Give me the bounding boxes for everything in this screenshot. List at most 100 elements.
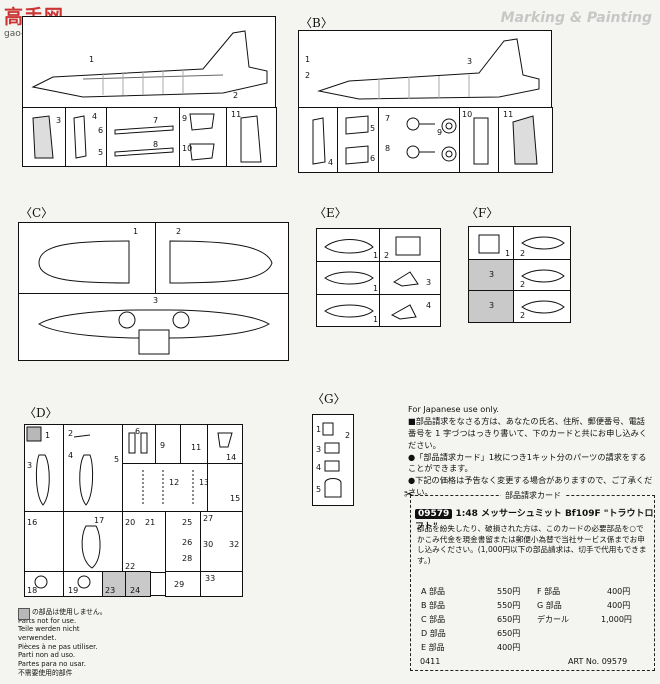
price-value-c: 650円 bbox=[497, 615, 521, 624]
part-number-a1: 1 bbox=[89, 55, 95, 64]
price-part-a: A 部品 bbox=[421, 587, 446, 596]
part-number-b2: 2 bbox=[305, 71, 311, 80]
parts-frame-b: 1 2 3 4 5 6 7 8 9 10 11 bbox=[298, 30, 553, 173]
part-cell-a11: 11 bbox=[226, 107, 277, 167]
part-cell-d15: 15 bbox=[207, 463, 243, 513]
part-cell-e2: 2 bbox=[379, 228, 441, 262]
unused-parts-legend: の部品は使用しません。 Parts not for use. Teile wer… bbox=[18, 608, 113, 678]
section-label-b: 〈B〉 bbox=[300, 16, 333, 30]
part-number-b1: 1 bbox=[305, 55, 311, 64]
price-part-d: D 部品 bbox=[421, 629, 446, 638]
part-cell-a4-5-6: 4 5 6 bbox=[65, 107, 107, 167]
ghost-title: Marking & Painting bbox=[500, 10, 652, 26]
part-cell-d25-26-28: 25 26 28 bbox=[165, 511, 201, 573]
card-title: 部品請求カード bbox=[501, 490, 565, 501]
parts-frame-e: 1 2 1 3 1 4 bbox=[316, 228, 441, 327]
art-number: ART No. 09579 bbox=[568, 657, 628, 666]
scissors-icon: ✂ bbox=[404, 487, 415, 501]
part-cell-e4: 4 bbox=[379, 294, 441, 327]
part-cell-e1b: 1 bbox=[316, 261, 380, 295]
legend-line-3: Pièces à ne pas utiliser. bbox=[18, 642, 98, 651]
part-cell-d2-5: 2 4 5 bbox=[63, 424, 123, 512]
part-cell-d17: 17 bbox=[63, 511, 123, 573]
product-code: 09579 bbox=[415, 509, 453, 519]
part-cell-f3a: 3 bbox=[468, 259, 514, 291]
part-cell-c2: 2 bbox=[155, 222, 289, 294]
part-cell-b4: 4 bbox=[298, 107, 338, 173]
price-part-f: F 部品 bbox=[537, 587, 561, 596]
part-cell-b10: 10 bbox=[459, 107, 499, 173]
parts-frame-d: 1 3 2 4 5 6 9 11 14 12 13 15 16 17 20 21… bbox=[24, 424, 243, 597]
product-scale: 1:48 bbox=[455, 509, 478, 519]
price-value-decal: 1,000円 bbox=[601, 615, 632, 624]
part-cell-d29: 29 bbox=[165, 571, 201, 597]
part-number-b3: 3 bbox=[467, 57, 473, 66]
legend-line-2: Teile werden nicht verwendet. bbox=[18, 625, 80, 643]
card-body: 部品を紛失したり、破損された方は、このカードの必要部品を○でかこみ代金を現金書留… bbox=[417, 524, 647, 565]
part-cell-d14: 14 bbox=[207, 424, 243, 464]
section-label-f: 〈F〉 bbox=[466, 206, 499, 220]
footer-code: 0411 bbox=[420, 657, 441, 666]
section-label-d: 〈D〉 bbox=[24, 406, 58, 420]
parts-request-card: 部品請求カード 09579 1:48 メッサーシュミット Bf109F "トラウ… bbox=[410, 490, 655, 671]
notes-heading: For Japanese use only. bbox=[408, 404, 500, 414]
part-cell-e1c: 1 bbox=[316, 294, 380, 327]
price-part-decal: デカール bbox=[537, 615, 569, 624]
part-cell-f1: 1 bbox=[468, 226, 514, 260]
price-value-g: 400円 bbox=[607, 601, 631, 610]
grey-swatch-icon bbox=[18, 608, 30, 620]
part-cell-d11: 11 bbox=[180, 424, 208, 464]
part-cell-d19: 19 bbox=[63, 571, 103, 597]
price-part-c: C 部品 bbox=[421, 615, 446, 624]
section-label-g: 〈G〉 bbox=[312, 392, 346, 406]
part-number-g2: 2 bbox=[345, 431, 351, 440]
part-cell-d18: 18 bbox=[24, 571, 64, 597]
notes-line-1: ■部品請求をなさる方は、あなたの氏名、住所、郵便番号、電話番号を 1 字づつはっ… bbox=[408, 415, 648, 450]
legend-line-6: 不需要使用的部件 bbox=[18, 668, 73, 677]
part-cell-a9-10: 9 10 bbox=[179, 107, 227, 167]
part-cell-d23: 23 bbox=[102, 571, 126, 597]
price-value-f: 400円 bbox=[607, 587, 631, 596]
part-number-a2: 2 bbox=[233, 91, 239, 100]
part-cell-d6-7-8: 6 bbox=[122, 424, 156, 464]
legend-line-0: の部品は使用しません。 bbox=[32, 608, 107, 616]
parts-frame-f: 1 2 3 2 3 2 bbox=[468, 226, 571, 323]
part-cell-b7-8-9: 7 8 9 bbox=[378, 107, 460, 173]
fuselage-a-drawing bbox=[31, 30, 268, 98]
price-part-b: B 部品 bbox=[421, 601, 446, 610]
price-value-d: 650円 bbox=[497, 629, 521, 638]
price-part-g: G 部品 bbox=[537, 601, 562, 610]
legend-line-1: Parts not for use. bbox=[18, 616, 77, 625]
price-part-e: E 部品 bbox=[421, 643, 445, 652]
product-name: メッサーシュミット Bf109F "トラウトロフト" bbox=[415, 509, 654, 532]
notes-line-3: ●下記の価格は予告なく変更する場合がありますので、ご了承ください。 bbox=[408, 475, 653, 498]
parts-frame-a: 1 2 3 4 5 6 7 8 9 10 11 bbox=[22, 16, 277, 167]
price-value-a: 550円 bbox=[497, 587, 521, 596]
parts-frame-c: 1 2 3 bbox=[18, 222, 289, 361]
notes-line-2: ●「部品請求カード」1枚につき1キット分のパーツの請求をすることができます。 bbox=[408, 451, 647, 474]
part-number-g4: 4 bbox=[316, 463, 322, 472]
part-cell-f3b: 3 bbox=[468, 290, 514, 323]
card-product: 09579 1:48 メッサーシュミット Bf109F "トラウトロフト" bbox=[415, 506, 654, 532]
part-cell-b5-6: 5 6 bbox=[337, 107, 379, 173]
part-cell-d16: 16 bbox=[24, 511, 64, 573]
order-notes: For Japanese use only. ■部品請求をなさる方は、あなたの氏… bbox=[408, 404, 653, 499]
part-cell-d9-10: 9 bbox=[155, 424, 181, 464]
legend-line-5: Partes para no usar. bbox=[18, 660, 86, 669]
section-label-c: 〈C〉 bbox=[20, 206, 54, 220]
part-cell-d24: 24 bbox=[125, 571, 151, 597]
part-number-g3: 3 bbox=[316, 445, 322, 454]
part-cell-e1a: 1 bbox=[316, 228, 380, 262]
part-number-g1: 1 bbox=[316, 425, 322, 434]
price-value-b: 550円 bbox=[497, 601, 521, 610]
part-cell-d1-3-4: 1 3 bbox=[24, 424, 64, 512]
part-cell-a3: 3 bbox=[22, 107, 66, 167]
ghost-header: Marking & Painting bbox=[86, 2, 656, 57]
section-label-e: 〈E〉 bbox=[314, 206, 347, 220]
fuselage-b-drawing bbox=[317, 38, 540, 100]
price-value-e: 400円 bbox=[497, 643, 521, 652]
part-cell-c1: 1 bbox=[18, 222, 156, 294]
part-cell-d20-21-22: 20 21 22 bbox=[122, 511, 166, 573]
part-cell-f2a: 2 bbox=[513, 226, 571, 260]
part-cell-d27-30-31-32: 27 30 32 bbox=[200, 511, 243, 573]
